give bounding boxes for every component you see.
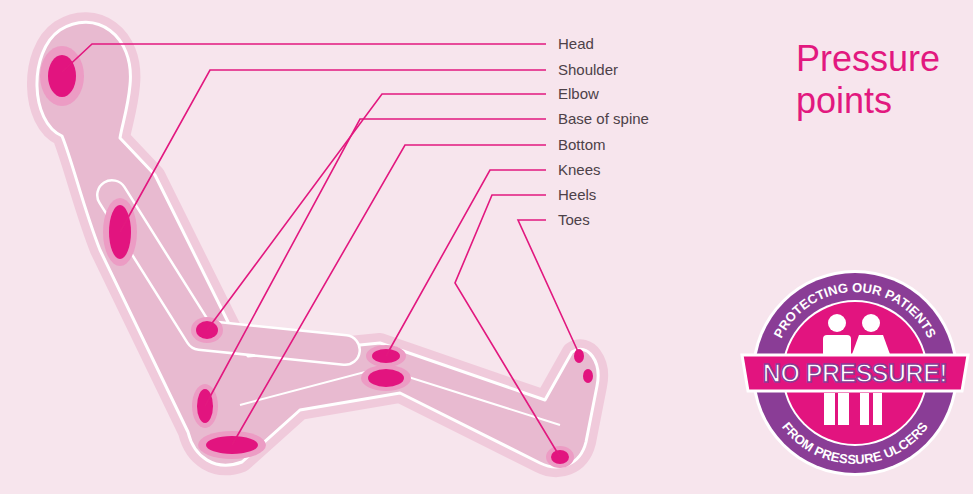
- part-label: Elbow: [558, 85, 599, 103]
- leader-line: [232, 145, 546, 445]
- leader-line: [62, 44, 546, 72]
- spot-halo: [40, 46, 84, 106]
- part-label: Bottom: [558, 136, 606, 154]
- banner-text: NO PRESSURE!: [740, 356, 970, 390]
- figure-leg: [873, 393, 882, 425]
- badge-slogan: FROM PRESSURE ULCERS: [779, 419, 931, 467]
- pressure-spot: [368, 369, 404, 387]
- badge-circle: PROTECTING OUR PATIENTS FROM PRESSURE ULC…: [750, 268, 960, 478]
- figure-leg: [860, 393, 869, 425]
- leader-line: [207, 94, 546, 330]
- part-label: Base of spine: [558, 110, 649, 128]
- figure-head: [828, 314, 846, 332]
- body-halo: [37, 22, 598, 467]
- part-label: Shoulder: [558, 61, 618, 79]
- part-label: Heels: [558, 186, 596, 204]
- figure-leg: [824, 393, 835, 425]
- badge-arc-text: FROM PRESSURE ULCERS: [779, 419, 931, 467]
- figure-head: [862, 314, 880, 332]
- part-label: Toes: [558, 211, 590, 229]
- body-silhouette: [37, 22, 598, 467]
- part-label: Knees: [558, 161, 601, 179]
- leader-lines: [62, 44, 580, 457]
- arm: [112, 195, 345, 350]
- badge-arc-text: PROTECTING OUR PATIENTS: [771, 280, 940, 341]
- pressure-spots: [40, 46, 593, 468]
- figure-leg: [838, 393, 849, 425]
- pressure-spot: [48, 55, 76, 97]
- leader-line: [455, 195, 560, 457]
- spot-halo: [361, 365, 411, 391]
- leader-line: [518, 220, 580, 356]
- arm-outline: [112, 195, 345, 350]
- part-label: Head: [558, 35, 594, 53]
- leader-line: [386, 170, 546, 356]
- pressure-spot: [583, 369, 593, 383]
- diagram-title: Pressure points: [796, 38, 966, 122]
- pressure-spot: [574, 349, 584, 363]
- badge-slogan: PROTECTING OUR PATIENTS: [771, 280, 940, 341]
- leader-line: [205, 119, 546, 406]
